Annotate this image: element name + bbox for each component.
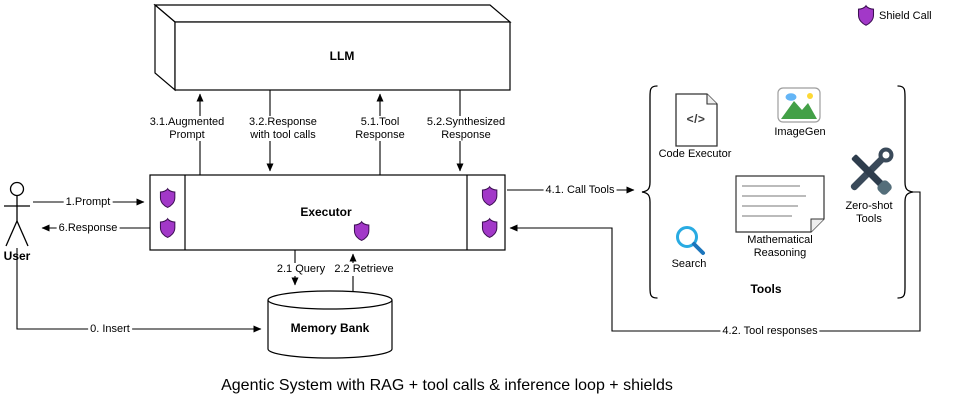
edge-label-insert: 0. Insert xyxy=(88,323,132,336)
edge-insert xyxy=(16,248,262,333)
executor-box xyxy=(149,174,506,251)
memory-bank-body xyxy=(267,300,393,359)
edge-label-synthesized-response: 5.2.Synthesized Response xyxy=(420,116,512,141)
imagegen-sun xyxy=(807,93,813,99)
diagram-title: Agentic System with RAG + tool calls & i… xyxy=(221,377,673,394)
edge-label-response-with-tool-calls: 3.2.Response with tool calls xyxy=(242,116,324,141)
search-label: Search xyxy=(671,258,707,270)
tools-brace-right xyxy=(897,85,914,299)
tools-brace-left xyxy=(641,85,658,299)
user-leg-left xyxy=(5,220,18,247)
edge-label-prompt: 1.Prompt xyxy=(63,196,113,209)
edge-label-tool-responses: 4.2. Tool responses xyxy=(720,325,820,338)
tools-group-braces xyxy=(641,85,914,299)
crossed-tools-icon xyxy=(850,147,894,195)
shield-icon-legend xyxy=(857,5,875,26)
llm-box-top xyxy=(153,4,512,23)
edge-label-retrieve: 2.2 Retrieve xyxy=(332,263,396,276)
user-actor-icon xyxy=(4,181,30,247)
llm-box-front xyxy=(174,21,511,91)
zero-shot-tools-label: Zero-shot Tools xyxy=(845,200,893,225)
edge-label-response: 6.Response xyxy=(56,222,120,235)
llm-label: LLM xyxy=(329,49,355,63)
code-executor-icon xyxy=(675,93,718,147)
imagegen-mountains xyxy=(781,101,817,119)
edge-label-call-tools: 4.1. Call Tools xyxy=(543,184,617,197)
executor-node xyxy=(149,174,506,251)
math-reasoning-icon xyxy=(735,175,825,233)
tools-group-label: Tools xyxy=(750,282,782,296)
code-executor-label: Code Executor xyxy=(658,148,732,160)
memory-bank-label: Memory Bank xyxy=(290,321,370,335)
search-icon xyxy=(676,226,705,255)
imagegen-label: ImageGen xyxy=(774,126,826,138)
math-reasoning-label: Mathematical Reasoning xyxy=(747,234,813,259)
user-label: User xyxy=(3,249,31,263)
executor-label: Executor xyxy=(300,205,352,219)
llm-node xyxy=(153,3,512,92)
math-equations-lines xyxy=(742,185,806,217)
edge-label-tool-response: 5.1.Tool Response xyxy=(349,116,411,141)
code-glyph: </> xyxy=(686,112,706,126)
edge-label-augmented-prompt: 3.1.Augmented Prompt xyxy=(142,116,232,141)
user-leg-right xyxy=(16,220,29,247)
user-head xyxy=(9,181,25,197)
imagegen-icon xyxy=(777,87,821,123)
memory-bank-top xyxy=(267,290,393,310)
edge-label-query: 2.1 Query xyxy=(274,263,328,276)
imagegen-cloud xyxy=(785,93,797,101)
legend-shield-call-label: Shield Call xyxy=(879,10,932,22)
memory-bank-node xyxy=(267,290,393,359)
